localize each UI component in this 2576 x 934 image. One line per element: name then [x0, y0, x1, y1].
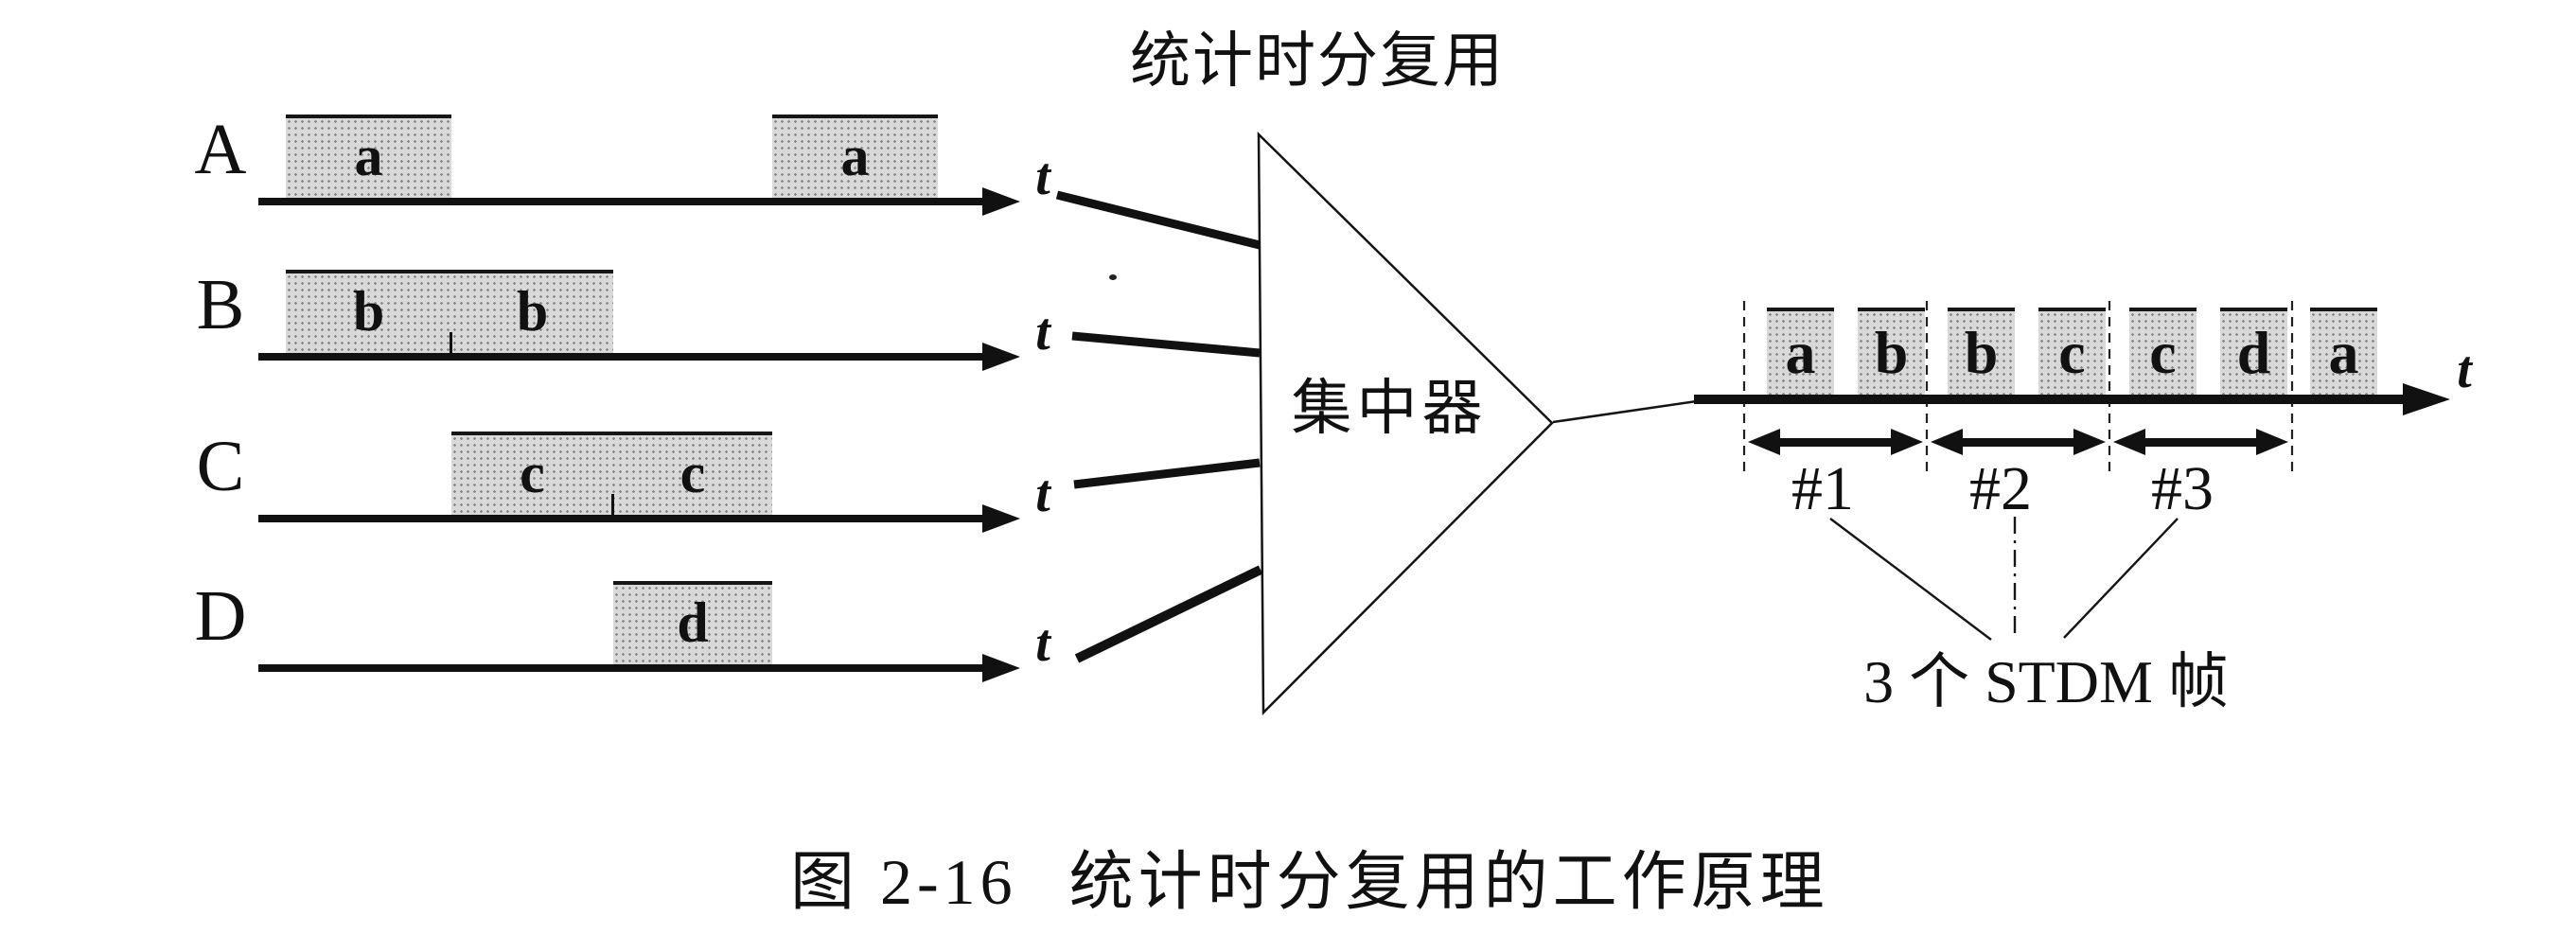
data-block-c-0 — [451, 432, 772, 515]
frame-label-3: #3 — [2151, 454, 2214, 523]
frame-label-1: #1 — [1791, 454, 1854, 523]
input-row-label-c: C — [196, 427, 245, 506]
frame-span-arrowhead-left — [2113, 429, 2145, 455]
block-letter: c — [520, 442, 545, 504]
output-slot-letter: a — [1785, 319, 1816, 386]
input-connector-d — [1074, 565, 1263, 663]
output-slot-letter: c — [2149, 319, 2177, 386]
frame-span-arrowhead-left — [1748, 429, 1780, 455]
input-row-label-a: A — [194, 110, 247, 189]
concentrator-triangle — [1257, 131, 1554, 716]
output-slot-letter: c — [2058, 319, 2086, 386]
timeline-arrowhead-d — [982, 654, 1020, 682]
time-axis-label-b: t — [1035, 303, 1050, 361]
output-slot-letter: b — [1874, 319, 1909, 386]
output-slot-block-3 — [2038, 308, 2106, 395]
apex-output-connector — [1552, 399, 1698, 424]
input-connector-b — [1071, 331, 1261, 358]
timeline-c — [258, 515, 984, 522]
concentrator-label: 集中器 — [1291, 375, 1488, 442]
output-slot-block-1 — [1858, 308, 1925, 395]
output-slot-letter: b — [1964, 319, 1999, 386]
timeline-a — [258, 198, 984, 205]
frame-span-arrowhead-right — [2256, 429, 2288, 455]
output-timeline — [1694, 395, 2405, 404]
timeline-d — [258, 664, 984, 672]
time-axis-label-d: t — [1035, 614, 1050, 673]
data-block-a-1 — [772, 115, 938, 198]
data-block-a-0 — [286, 115, 451, 198]
frame-span-arrow-2 — [1959, 438, 2077, 447]
time-axis-label-c: t — [1035, 465, 1050, 523]
time-axis-label-a: t — [1035, 148, 1050, 206]
frame-label-2: #2 — [1969, 454, 2032, 523]
figure-title: 统计时分复用 — [1130, 27, 1505, 95]
caption-number: 图 2-16 — [790, 846, 1017, 918]
output-slot-letter: a — [2328, 319, 2359, 386]
output-slot-block-2 — [1948, 308, 2015, 395]
output-slot-block-0 — [1767, 308, 1834, 395]
timeline-arrowhead-b — [982, 343, 1020, 371]
caption-text: 统计时分复用的工作原理 — [1068, 846, 1829, 918]
block-letter: a — [354, 125, 383, 187]
frame-span-arrowhead-left — [1931, 429, 1963, 455]
input-row-label-b: B — [196, 265, 245, 344]
frame-span-arrow-1 — [1776, 438, 1895, 447]
block-letter: c — [679, 442, 706, 504]
input-connector-c — [1073, 458, 1261, 489]
data-block-d-0 — [613, 581, 772, 664]
annotation-pointer-left — [1829, 518, 1992, 641]
annotation-pointer-right — [2063, 518, 2179, 639]
frame-span-arrowhead-right — [2073, 429, 2106, 455]
scan-speck — [1109, 274, 1117, 280]
frame-span-arrowhead-right — [1891, 429, 1923, 455]
stdm-frames-annotation: 3 个 STDM 帧 — [1863, 648, 2229, 715]
block-letter: b — [352, 280, 385, 343]
output-time-axis-label: t — [2457, 341, 2472, 399]
block-letter: a — [840, 125, 870, 187]
output-slot-letter: d — [2236, 319, 2271, 386]
block-letter: d — [677, 591, 709, 654]
block-divider-tick — [611, 494, 614, 515]
block-divider-tick — [450, 332, 452, 353]
block-letter: b — [516, 280, 549, 343]
output-slot-block-5 — [2220, 308, 2287, 395]
timeline-arrowhead-a — [982, 187, 1020, 216]
input-connector-a — [1055, 190, 1262, 250]
timeline-arrowhead-c — [982, 504, 1020, 533]
output-slot-block-6 — [2310, 308, 2377, 395]
output-slot-block-4 — [2129, 308, 2197, 395]
timeline-b — [258, 353, 984, 361]
output-timeline-arrowhead — [2403, 383, 2450, 415]
figure-caption: 图 2-16 统计时分复用的工作原理 — [790, 850, 1829, 914]
frame-span-arrow-3 — [2142, 438, 2260, 447]
input-row-label-d: D — [194, 576, 247, 656]
data-block-b-0 — [286, 270, 613, 353]
